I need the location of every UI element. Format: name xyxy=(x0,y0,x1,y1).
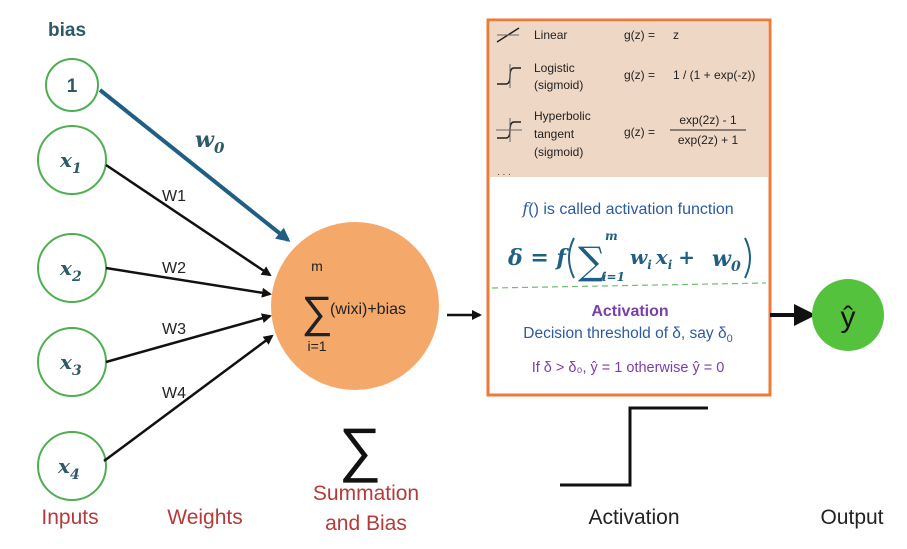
threshold-text: Decision threshold of δ, say δ0 xyxy=(523,325,732,345)
svg-text:w0: w0 xyxy=(712,246,741,275)
svg-text:tangent: tangent xyxy=(534,127,575,141)
summation-node xyxy=(271,222,439,390)
svg-text:Linear: Linear xyxy=(534,28,567,42)
svg-text:z: z xyxy=(673,28,679,42)
svg-text:wixi+: wixi+ xyxy=(630,245,695,272)
step-function-graph xyxy=(560,406,708,487)
sum-sigma: ∑ xyxy=(301,288,332,337)
svg-text:1 / (1 + exp(-z)): 1 / (1 + exp(-z)) xyxy=(673,68,755,82)
svg-text:Logistic: Logistic xyxy=(534,61,575,75)
input-label-1: x1 xyxy=(59,148,82,177)
input-node-4: x4 xyxy=(37,431,107,501)
input-label-3: x3 xyxy=(59,350,82,379)
bias-node xyxy=(45,58,99,112)
svg-text:(sigmoid): (sigmoid) xyxy=(534,145,583,159)
sum-lower-limit: i=1 xyxy=(307,338,326,354)
input-node-2: x2 xyxy=(37,233,107,303)
svg-text:g(z) =: g(z) = xyxy=(624,68,655,82)
weight-label-1: W1 xyxy=(162,188,186,205)
label-summation: Summation xyxy=(313,482,419,505)
weight-label-2: W2 xyxy=(162,260,186,277)
sum-upper-limit: m xyxy=(311,258,323,274)
label-output: Output xyxy=(820,506,883,529)
activation-table xyxy=(490,22,768,177)
svg-text:Hyperbolic: Hyperbolic xyxy=(534,109,591,123)
svg-text:∑: ∑ xyxy=(578,239,605,283)
weight-arrow-1 xyxy=(105,163,272,277)
activation-row-tanh: Hyperbolic tangent (sigmoid) g(z) = exp(… xyxy=(496,109,746,159)
weight-arrow-3 xyxy=(105,313,272,364)
activation-heading: Activation xyxy=(591,303,668,320)
weight-arrow-2 xyxy=(105,266,272,298)
svg-text:δ = f: δ = f xyxy=(507,245,569,271)
svg-text:g(z) =: g(z) = xyxy=(624,125,655,139)
bias-weight-arrow xyxy=(98,88,291,242)
input-node-1: x1 xyxy=(37,125,107,195)
weight-arrow-4 xyxy=(103,334,274,463)
output-symbol: ŷ xyxy=(841,301,856,334)
svg-text:m: m xyxy=(605,229,618,243)
bias-weight-label: w0 xyxy=(195,127,225,157)
svg-text:exp(2z) + 1: exp(2z) + 1 xyxy=(678,133,739,147)
svg-text:g(z) =: g(z) = xyxy=(624,28,655,42)
table-ellipsis: . . . xyxy=(497,167,511,178)
divider-line xyxy=(491,282,767,289)
input-label-4: x4 xyxy=(57,454,80,483)
label-and-bias: and Bias xyxy=(325,512,407,535)
activation-row-logistic: Logistic (sigmoid) g(z) = 1 / (1 + exp(-… xyxy=(497,61,755,92)
input-node-3: x3 xyxy=(37,327,107,397)
label-weights: Weights xyxy=(167,506,242,529)
label-activation: Activation xyxy=(588,506,679,529)
label-inputs: Inputs xyxy=(41,506,98,529)
output-node xyxy=(812,279,884,351)
weight-label-3: W3 xyxy=(162,321,186,338)
svg-text:(sigmoid): (sigmoid) xyxy=(534,78,583,92)
activation-row-linear: Linear g(z) = z xyxy=(496,27,679,43)
svg-text:exp(2z) - 1: exp(2z) - 1 xyxy=(679,113,737,127)
activation-function-note: f() is called activation function xyxy=(521,199,733,218)
svg-text:i=1: i=1 xyxy=(602,270,625,284)
bias-node-value: 1 xyxy=(67,76,78,97)
weight-label-4: W4 xyxy=(162,385,186,402)
input-label-2: x2 xyxy=(59,256,82,285)
summation-symbol: ∑ xyxy=(339,416,382,483)
decision-rule: If δ > δ₀, ŷ = 1 otherwise ŷ = 0 xyxy=(532,360,725,376)
sum-expression: (wixi)+bias xyxy=(330,301,406,318)
bias-title: bias xyxy=(48,20,86,41)
